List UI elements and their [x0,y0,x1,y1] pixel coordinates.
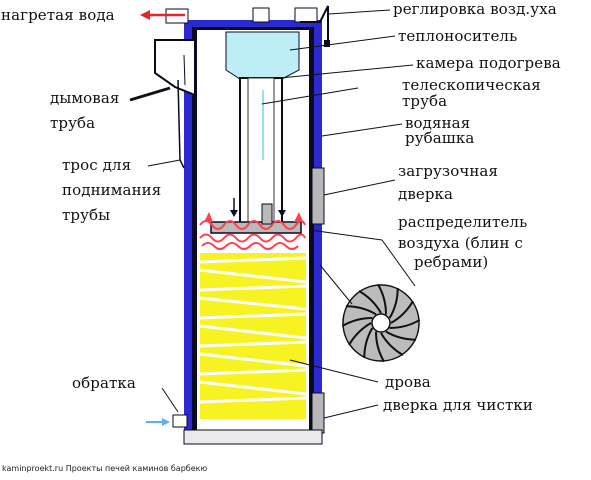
flame-zone [199,220,306,250]
label-water-jacket-2: рубашка [405,129,475,147]
label-preheat-chamber: камера подогрева [416,54,561,72]
label-air-regulation: реглировка возд.уха [393,0,557,18]
return-arrowhead [162,418,170,426]
lift-cable-2 [183,54,186,86]
air-distributor-hub [371,313,391,333]
label-smoke-pipe-2: труба [50,114,96,132]
loading-door [311,167,325,225]
cleaning-door [311,392,325,434]
air-distributor-stem [261,203,273,225]
boiler-base [183,429,323,445]
top-regulator [294,7,318,23]
label-telescopic-pipe-2: труба [402,92,448,110]
label-lift-cable-3: трубы [62,206,111,224]
label-water-jacket-1: водяная [405,114,471,132]
footer-caption: kaminproekt.ru Проекты печей каминов бар… [2,464,208,473]
label-firewood: дрова [385,373,431,391]
air-down-arrowhead-right [278,210,286,217]
lift-cable [177,79,185,169]
top-pipe-center [252,7,270,23]
label-smoke-pipe-1: дымовая [50,89,120,107]
label-lift-cable-1: трос для [62,156,132,174]
coolant-tank [225,31,300,80]
leader-lines [261,9,416,419]
air-distributor-ribs [341,283,421,363]
regulation-rod [300,5,329,42]
air-down-arrowhead-left [230,210,238,217]
return-pipe [172,414,188,428]
smoke-pipe-pointer [129,86,171,102]
label-air-distributor-1: распределитель [398,213,528,231]
firewood-stripes [199,256,307,404]
label-loading-door-1: загрузочная [398,162,499,180]
label-loading-door-2: дверка [398,185,454,203]
regulation-handle [324,40,330,47]
label-air-distributor-2: воздуха (блин с [398,234,523,252]
label-lift-cable-2: поднимания [62,181,162,199]
cable-pointer [147,159,181,167]
label-return-line: обратка [72,374,136,392]
label-cleaning-door: дверка для чистки [383,396,533,414]
telescopic-pipe-inner [247,77,275,225]
label-air-distributor-3: ребрами) [414,253,489,271]
label-coolant: теплоноситель [398,27,518,45]
smoke-pipe [154,39,196,97]
flame-tongues [204,212,303,222]
label-telescopic-pipe-1: телескопическая [402,76,541,94]
label-hot-water: нагретая вода [1,6,115,24]
return-pointer [161,387,179,413]
hot-water-arrowhead [140,10,150,20]
